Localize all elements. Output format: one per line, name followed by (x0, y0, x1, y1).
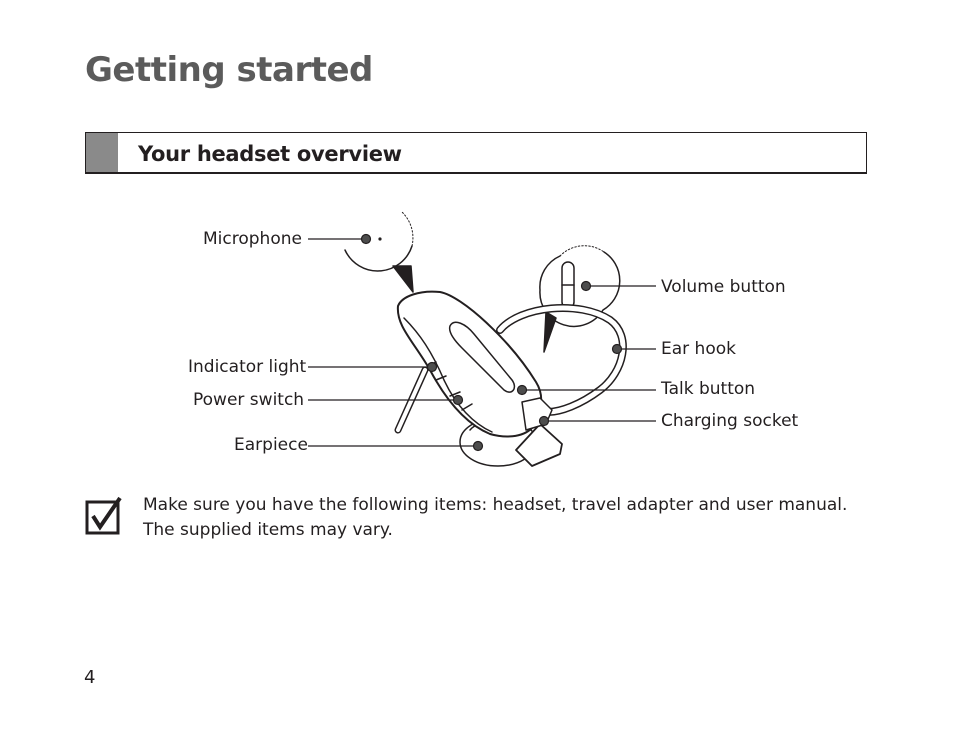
section-header: Your headset overview (85, 132, 867, 174)
label-volume-button: Volume button (661, 277, 786, 297)
label-charging-socket: Charging socket (661, 411, 799, 431)
label-talk-button: Talk button (661, 379, 756, 399)
label-microphone: Microphone (203, 229, 302, 249)
checkmark-box-icon (85, 496, 122, 535)
note-text: Make sure you have the following items: … (143, 495, 848, 540)
volume-zoom-pointer (543, 311, 557, 353)
label-earpiece: Earpiece (234, 435, 308, 455)
page-number: 4 (84, 667, 96, 688)
section-title: Your headset overview (138, 142, 402, 166)
page-title: Getting started (85, 50, 373, 90)
label-power-switch: Power switch (193, 390, 305, 410)
microphone-zoom-circle (344, 245, 413, 272)
volume-zoom-circle (539, 251, 621, 328)
label-ear-hook: Ear hook (661, 339, 736, 359)
microphone-zoom-pointer (392, 265, 414, 293)
label-indicator-light: Indicator light (188, 357, 307, 377)
section-marker (86, 133, 118, 172)
charging-plug (515, 423, 563, 467)
light-slot (448, 321, 516, 393)
